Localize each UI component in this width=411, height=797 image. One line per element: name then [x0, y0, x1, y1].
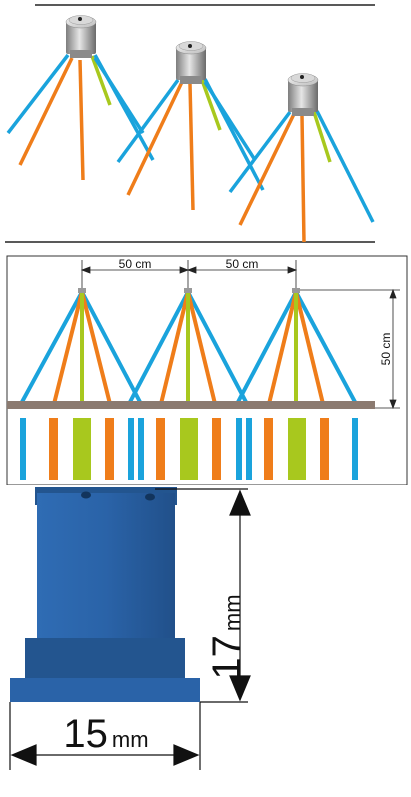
height-value: 17mm: [205, 594, 249, 679]
height-label: 50 cm: [379, 333, 393, 366]
spray-fan-2: [128, 291, 248, 409]
nozzle-body-side-view: [10, 487, 200, 702]
nozzle-1-body: [65, 15, 97, 58]
crossing-spray-lines: [93, 57, 257, 161]
spray-fan-1: [20, 291, 142, 409]
spacing-svg: 50 cm 50 cm 50 cm: [6, 255, 408, 486]
nozzle-3-body: [287, 73, 319, 116]
ground-bar: [7, 401, 375, 409]
nozzle-3d-view: [0, 0, 411, 250]
nozzle-tip-3: [292, 288, 300, 293]
height-dimension: [155, 488, 251, 703]
nozzle-3d-svg: [5, 4, 375, 243]
nozzle-tip-1: [78, 288, 86, 293]
nozzle-tip-2: [184, 288, 192, 293]
nozzle-2-body: [175, 41, 207, 84]
spray-fan-3: [236, 291, 357, 409]
nozzle-2-spray: [116, 78, 265, 211]
spacing-label-2: 50 cm: [226, 257, 259, 271]
width-dimension: [9, 702, 201, 770]
nozzle-3-spray: [228, 110, 375, 243]
coverage-pattern: [20, 418, 358, 480]
spacing-label-1: 50 cm: [119, 257, 152, 271]
spray-spacing-diagram: 50 cm 50 cm 50 cm: [0, 250, 411, 486]
